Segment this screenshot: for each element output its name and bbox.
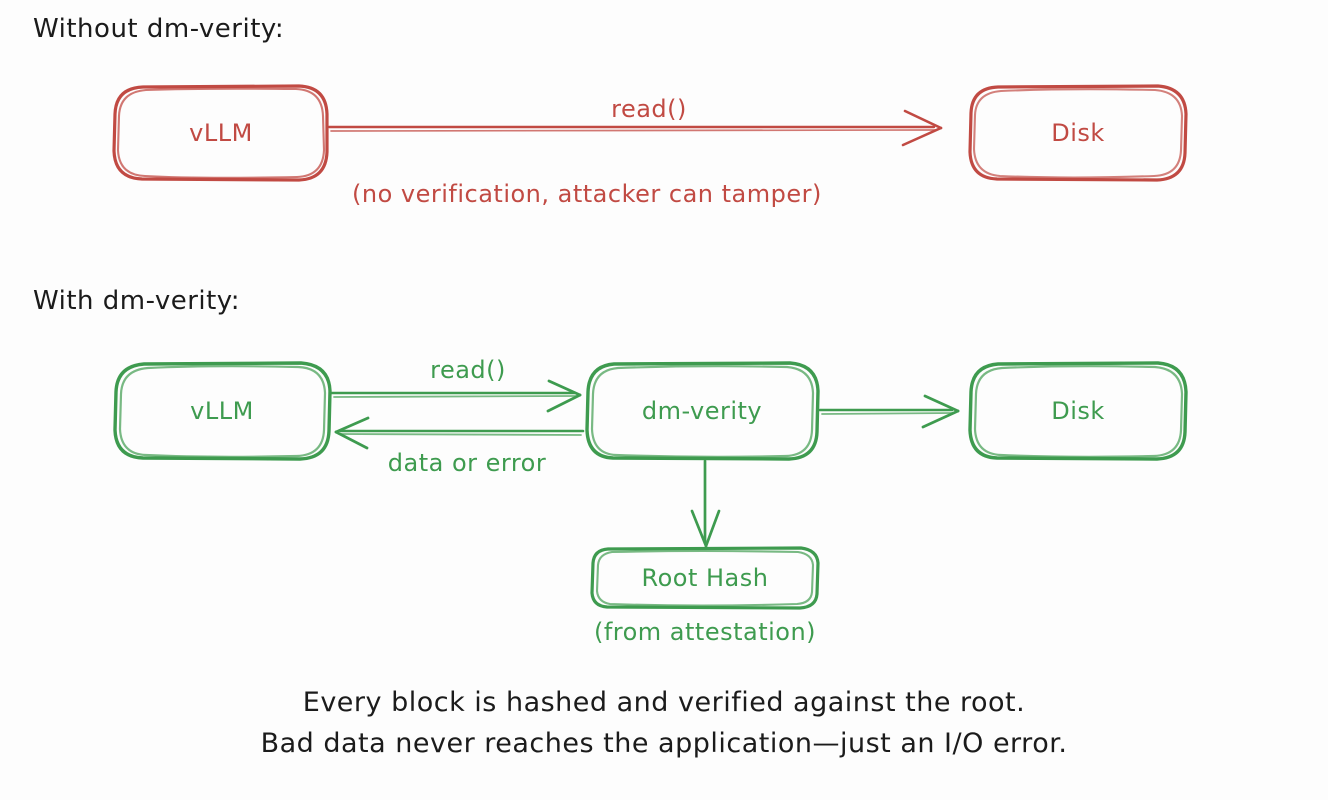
node-dmverity-shape [585, 361, 820, 461]
node-disk-green-shape [968, 361, 1188, 461]
note-from-attestation: (from attestation) [593, 618, 817, 646]
caption-line-1: Every block is hashed and verified again… [302, 687, 1026, 718]
node-label-vllm-red: vLLM [189, 119, 253, 147]
edge-read-red-shape [327, 109, 943, 147]
note-no-verification: (no verification, attacker can tamper) [352, 180, 822, 208]
node-roothash-shape [590, 546, 820, 610]
edge-data-or-error-shape [334, 416, 585, 450]
edge-dmverity-to-disk-shape [818, 394, 960, 429]
node-label-disk-green: Disk [1051, 397, 1105, 425]
caption-line-2: Bad data never reaches the application—j… [260, 728, 1068, 759]
node-disk-red-shape [968, 84, 1188, 182]
edge-dmverity-to-roothash-shape [690, 459, 721, 548]
edge-label-read-green: read() [430, 356, 506, 384]
heading-without-dm-verity: Without dm-verity: [33, 14, 285, 44]
node-label-dm-verity: dm-verity [641, 397, 763, 425]
node-label-disk-red: Disk [1051, 119, 1105, 147]
node-vllm-green-shape [113, 361, 332, 461]
node-vllm-red-shape [112, 84, 329, 182]
node-label-root-hash: Root Hash [641, 564, 769, 592]
node-label-vllm-green: vLLM [190, 397, 254, 425]
heading-with-dm-verity: With dm-verity: [33, 286, 241, 316]
edge-label-data-or-error: data or error [387, 449, 547, 477]
edge-read-green-shape [330, 379, 582, 413]
edge-label-read-red: read() [611, 95, 687, 123]
